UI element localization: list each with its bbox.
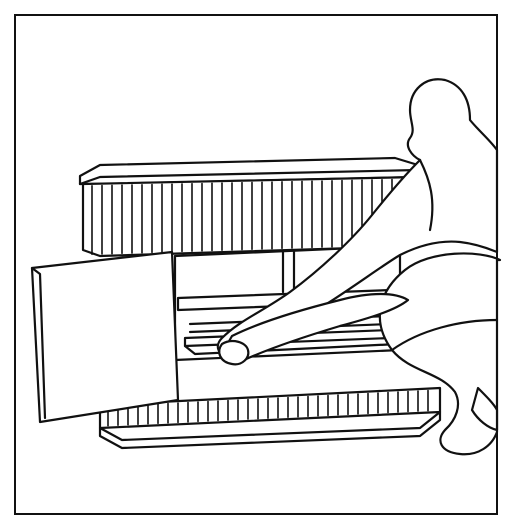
person-legs bbox=[380, 253, 500, 454]
person-hand bbox=[219, 341, 248, 364]
open-door bbox=[32, 252, 178, 422]
